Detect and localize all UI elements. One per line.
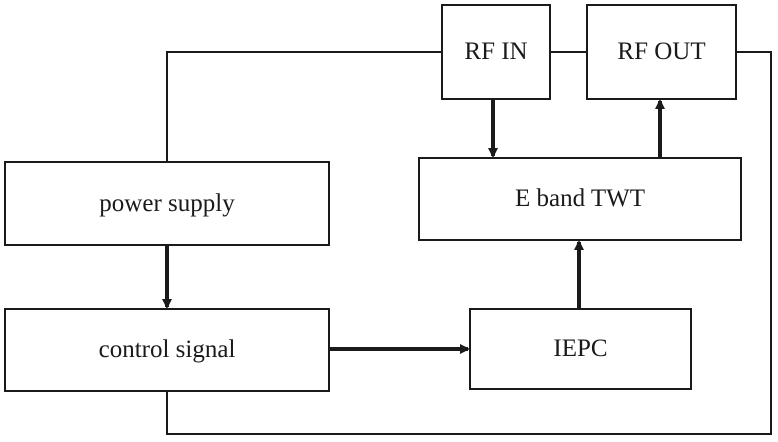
power-supply-block: power supply [4, 161, 330, 246]
control-signal-label: control signal [98, 336, 236, 363]
rf-out-label: RF OUT [617, 38, 706, 65]
iepc-label: IEPC [553, 335, 608, 362]
rf-out-to-control-loop-line [166, 51, 772, 435]
power-supply-label: power supply [99, 189, 235, 217]
twt-block: E band TWT [418, 157, 742, 241]
power-to-rf-in-line [166, 51, 441, 161]
twt-label: E band TWT [514, 185, 646, 212]
rf-in-label: RF IN [464, 38, 528, 65]
iepc-block: IEPC [469, 308, 692, 390]
control-signal-block: control signal [4, 308, 330, 392]
rf-in-block: RF IN [441, 4, 551, 100]
rf-out-block: RF OUT [586, 4, 737, 100]
